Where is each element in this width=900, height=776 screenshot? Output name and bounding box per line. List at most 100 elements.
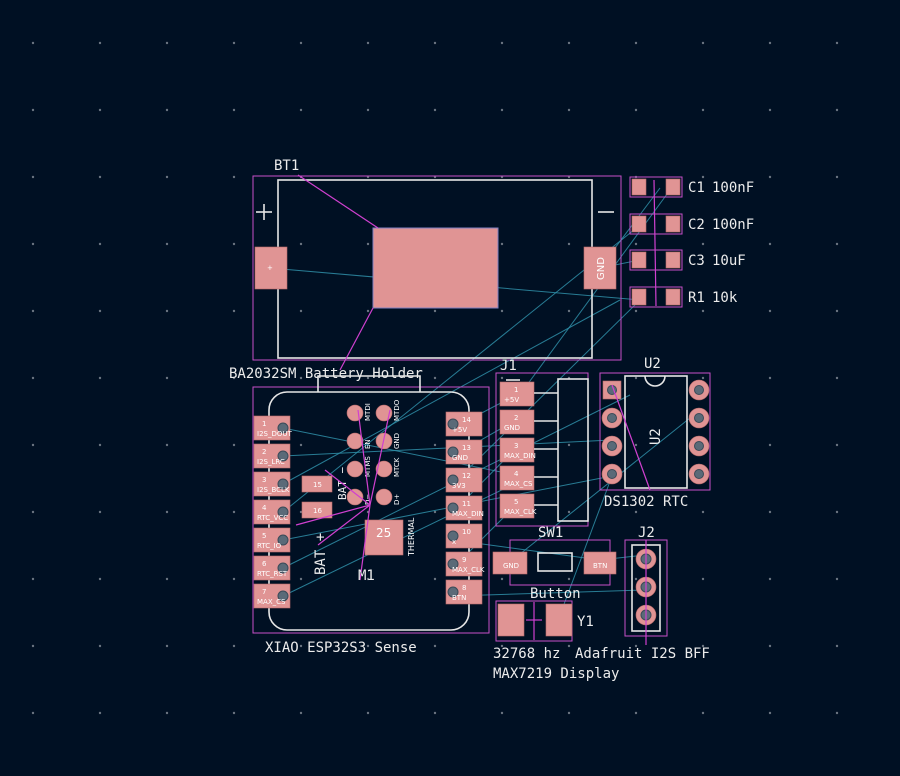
grid-dot [634, 577, 638, 581]
grid-dot [98, 41, 102, 45]
pin-number: 2 [262, 448, 266, 456]
grid-dot [31, 309, 35, 313]
grid-dot [701, 242, 705, 246]
m1-test-pad[interactable] [346, 432, 364, 450]
grid-dot [232, 41, 236, 45]
grid-dot [299, 510, 303, 514]
grid-dot [500, 108, 504, 112]
pin-number: 3 [514, 442, 518, 450]
test-pad-label: GND [393, 433, 401, 449]
grid-dot [567, 443, 571, 447]
grid-dot [433, 711, 437, 715]
battery-holder-bt1[interactable]: + GND BT1 BA2032SM Battery Holder [229, 158, 622, 382]
grid-dot [366, 309, 370, 313]
c2[interactable]: C2 100nF [629, 213, 754, 235]
grid-dot [701, 711, 705, 715]
u2-body-label: U2 [648, 428, 664, 445]
rtc-u2[interactable]: U2 U2 DS1302 RTC [599, 356, 711, 510]
pin-hole [277, 506, 289, 518]
m1-reference: M1 [358, 568, 375, 584]
thermal-pad[interactable] [364, 519, 404, 556]
grid-dot [701, 108, 705, 112]
grid-dot [835, 242, 839, 246]
pin-net: x [452, 538, 456, 546]
grid-dot [701, 175, 705, 179]
grid-dot [835, 376, 839, 380]
test-pad-label: D+ [393, 494, 401, 505]
r1[interactable]: R1 10k [629, 286, 738, 308]
y1-reference: Y1 [577, 614, 594, 630]
pad-number: 25 [376, 526, 391, 540]
c3-value: 10uF [712, 253, 746, 269]
grid-dot [299, 41, 303, 45]
j1-pin[interactable] [499, 493, 535, 519]
grid-dot [31, 108, 35, 112]
pin-number: 4 [514, 470, 519, 478]
grid-dot [232, 644, 236, 648]
c1[interactable]: C1 100nF [629, 176, 754, 198]
j1-pin[interactable] [499, 465, 535, 491]
pin-number: 2 [514, 414, 518, 422]
grid-dot [98, 577, 102, 581]
pin-number: 7 [262, 588, 266, 596]
button-sw1[interactable]: GND BTN SW1 Button [492, 525, 617, 602]
grid-dot [567, 711, 571, 715]
j1-pin[interactable] [499, 437, 535, 463]
m1-test-pad[interactable] [346, 404, 364, 422]
grid-dot [567, 41, 571, 45]
crystal-y1[interactable]: Y1 32768 hz [493, 600, 594, 662]
pin-net: GND [504, 424, 520, 432]
pin-number: 3 [262, 476, 266, 484]
grid-dot [165, 108, 169, 112]
grid-dot [701, 41, 705, 45]
grid-dot [299, 577, 303, 581]
pin-number: 11 [462, 500, 471, 508]
c1-reference: C1 [688, 180, 705, 196]
m1-test-pad[interactable] [375, 488, 393, 506]
grid-dot [567, 108, 571, 112]
grid-dot [567, 309, 571, 313]
module-m1[interactable]: 1I2S_DOUT2I2S_LRC3I2S_BCLK4RTC_VCC5RTC_I… [252, 375, 490, 656]
grid-dot [768, 376, 772, 380]
grid-dot [701, 376, 705, 380]
grid-dot [299, 108, 303, 112]
j1-pin[interactable] [499, 381, 535, 407]
pin-number: 9 [462, 556, 466, 564]
pin-net: RTC_VCC [257, 514, 288, 522]
connector-j2[interactable]: J2 Adafruit I2S BFF [575, 525, 710, 662]
pin-net: MAX_CLK [504, 508, 537, 516]
grid-dot [165, 175, 169, 179]
pin-hole [277, 534, 289, 546]
pin-net: +5V [504, 396, 519, 404]
test-pad-label: MTMS [364, 456, 372, 477]
grid-dot [634, 309, 638, 313]
grid-dot [433, 41, 437, 45]
grid-dot [232, 309, 236, 313]
grid-dot [768, 510, 772, 514]
grid-dot [31, 644, 35, 648]
grid-dot [433, 108, 437, 112]
pin-hole [447, 474, 459, 486]
c3[interactable]: C3 10uF [629, 249, 746, 271]
grid-dot [31, 577, 35, 581]
m1-test-pad[interactable] [375, 460, 393, 478]
bt1-pad-gnd[interactable] [583, 246, 617, 290]
grid-dot [299, 644, 303, 648]
m1-value: XIAO ESP32S3 Sense [265, 640, 417, 656]
pin-net: GND [452, 454, 468, 462]
grid-dot [433, 443, 437, 447]
test-pad-label: EN [364, 439, 372, 449]
grid-dot [366, 577, 370, 581]
grid-dot [500, 309, 504, 313]
j1-pin[interactable] [499, 409, 535, 435]
m1-test-pad[interactable] [346, 460, 364, 478]
grid-dot [768, 711, 772, 715]
pin-net: I2S_BCLK [257, 486, 290, 494]
pin-hole [277, 562, 289, 574]
bt1-pad-plus[interactable] [254, 246, 288, 290]
m1-test-pad[interactable] [346, 488, 364, 506]
grid-dots [31, 41, 839, 715]
pin-number: 6 [262, 560, 267, 568]
